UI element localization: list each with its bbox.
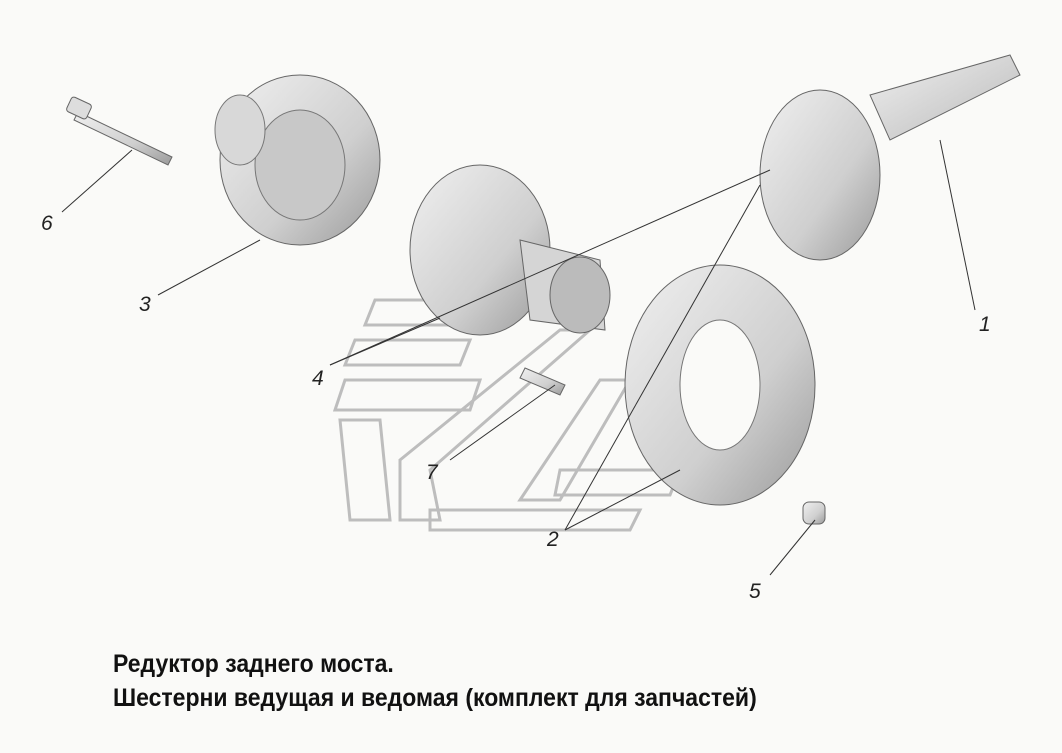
callout-5: 5 (749, 580, 761, 603)
callout-2: 2 (547, 528, 559, 551)
caption-subtitle: Шестерни ведущая и ведомая (комплект для… (113, 684, 757, 712)
callout-6: 6 (41, 212, 53, 235)
part-2-driven-gear (624, 264, 816, 506)
part-7-pin (519, 367, 566, 396)
part-6-bolt (66, 96, 173, 166)
callout-4: 4 (312, 367, 324, 390)
part-5-bushing (802, 501, 826, 525)
caption-title: Редуктор заднего моста. (113, 650, 394, 678)
callout-7: 7 (426, 461, 438, 484)
leader-lines (61, 139, 976, 576)
part-1-drive-pinion (759, 54, 1021, 261)
callout-1: 1 (979, 313, 991, 336)
part-4-differential-housing (409, 164, 611, 336)
part-3-differential-cup (214, 74, 381, 246)
callout-3: 3 (139, 293, 151, 316)
